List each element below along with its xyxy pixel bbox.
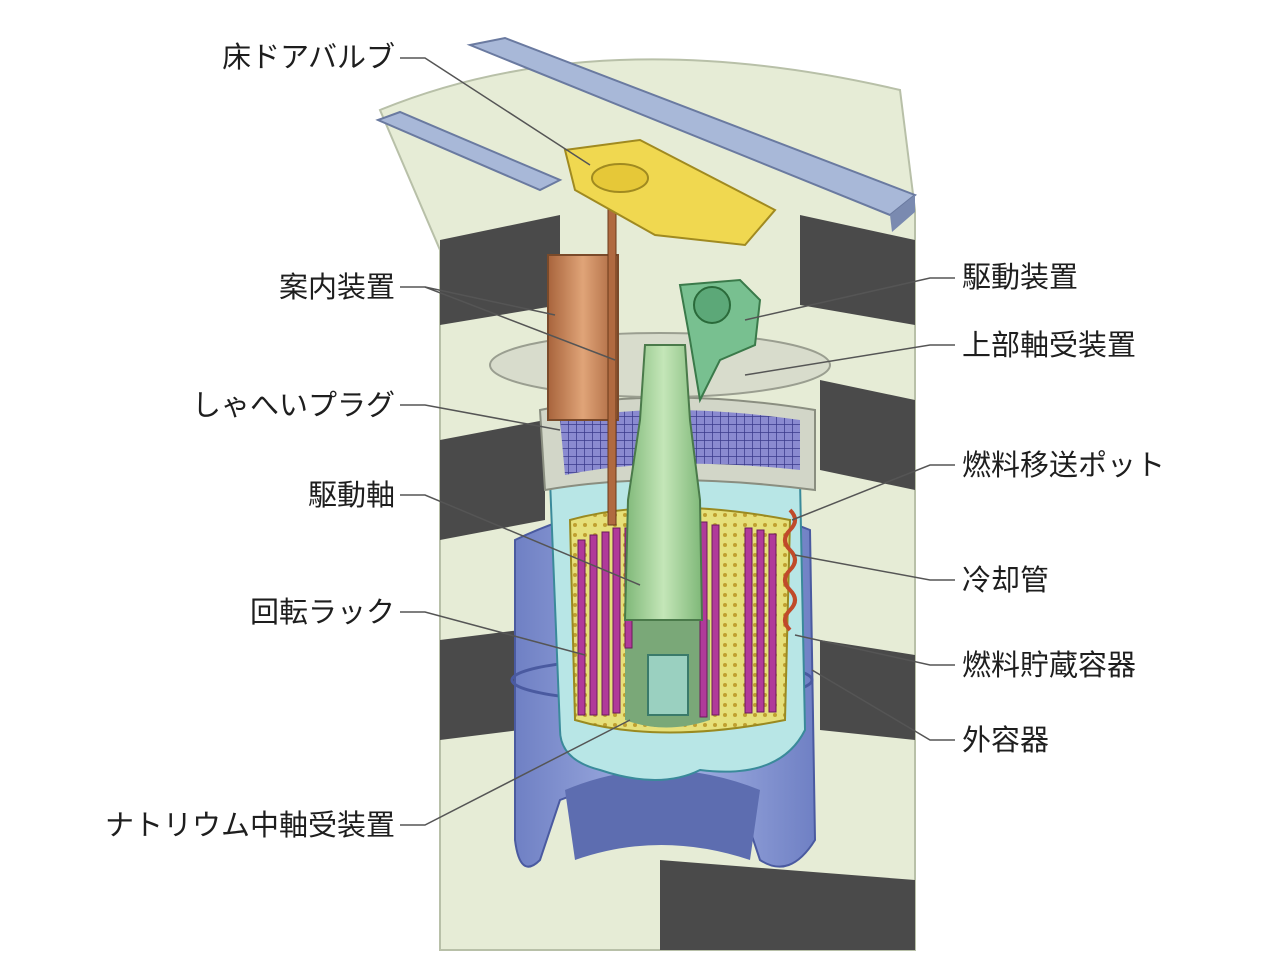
label-fuel-storage-vessel: 燃料貯蔵容器 <box>962 648 1137 682</box>
label-rotating-rack: 回転ラック <box>249 595 395 629</box>
label-cooling-pipe: 冷却管 <box>962 563 1050 597</box>
concrete-slab-mid-right <box>820 380 915 490</box>
outer-vessel-skirt-opening <box>565 770 760 860</box>
shaft-bearing-lower <box>647 654 689 716</box>
label-floor-door-valve: 床ドアバルブ <box>222 40 395 74</box>
label-upper-bearing: 上部軸受装置 <box>962 328 1137 362</box>
drive-motor <box>693 286 731 324</box>
leader-lines <box>400 57 955 826</box>
valve-disc <box>591 163 649 193</box>
label-sodium-bearing: ナトリウム中軸受装置 <box>104 808 395 842</box>
concrete-slab-mid-left <box>440 420 545 540</box>
label-outer-vessel: 外容器 <box>962 723 1050 757</box>
guide-device <box>547 254 619 421</box>
central-shaft <box>623 344 704 621</box>
label-drive-device: 駆動装置 <box>962 260 1079 294</box>
label-guide-device: 案内装置 <box>278 270 395 304</box>
cooling-pipe <box>783 508 797 632</box>
concrete-slab-top-left <box>440 215 560 325</box>
rail-main-side <box>890 195 915 232</box>
label-shield-plug: しゃへいプラグ <box>191 388 395 422</box>
fuel-rods <box>577 521 777 718</box>
concrete-slab-lower-left <box>440 630 520 740</box>
label-drive-shaft: 駆動軸 <box>307 478 395 512</box>
concrete-slab-lower-right <box>820 640 915 740</box>
concrete-slab-top-right <box>800 215 915 325</box>
concrete-slab-bottom-right <box>660 860 915 950</box>
label-fuel-transfer-pot: 燃料移送ポット <box>962 448 1166 482</box>
rail-short <box>375 110 563 192</box>
